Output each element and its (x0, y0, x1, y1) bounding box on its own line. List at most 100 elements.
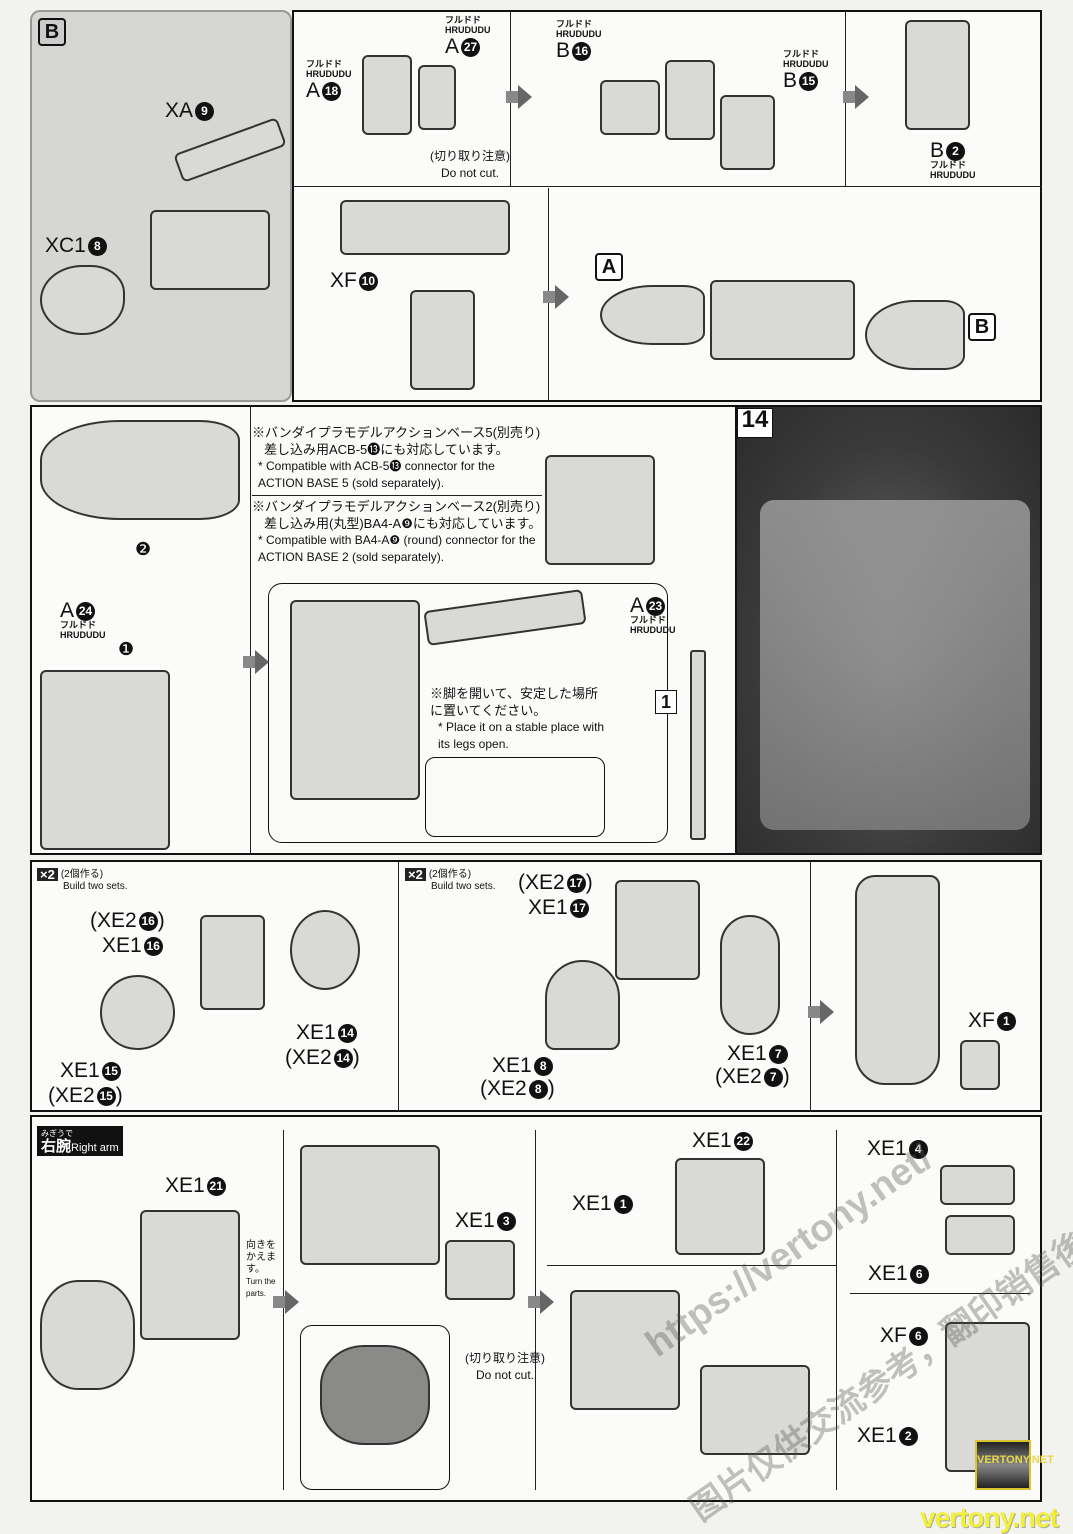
part-drawing (720, 915, 780, 1035)
connector-drawing (710, 280, 855, 360)
next-arrow (543, 285, 569, 309)
divider (535, 1130, 536, 1490)
next-arrow (243, 650, 269, 674)
part-drawing (418, 65, 456, 130)
divider (850, 1293, 1030, 1294)
joint-bottom-drawing (320, 1345, 430, 1445)
divider (398, 862, 399, 1110)
next-arrow (273, 1290, 299, 1314)
divider (250, 407, 251, 853)
step-two-marker: ❷ (135, 539, 152, 559)
build-two-sets-note: ×2(2個作る)Build two sets. (405, 868, 495, 892)
head-drawing (865, 300, 965, 370)
divider (810, 862, 811, 1110)
section-title-en: Right arm (71, 1142, 119, 1154)
step-one-marker: ❶ (118, 639, 135, 659)
step-14: 14 (737, 408, 773, 438)
section-right-arm: みぎうで 右腕Right arm (37, 1126, 123, 1156)
next-arrow (506, 85, 532, 109)
armor-drawing (570, 1290, 680, 1410)
section-ruby: みぎうで (41, 1129, 73, 1138)
legs-open-note: ※脚を開いて、安定した場所に置いてください。* Place it on a st… (430, 686, 605, 751)
head-unit-drawing (40, 420, 240, 520)
part-drawing (290, 910, 360, 990)
do-not-cut-note: (切り取り注意)Do not cut. (465, 1351, 545, 1382)
robot-upper-drawing (545, 455, 655, 565)
section-badge-b: B (38, 18, 66, 46)
build-two-sets-note: ×2(2個作る)Build two sets. (37, 868, 127, 892)
badge-a: A (595, 253, 623, 281)
divider (547, 1265, 837, 1266)
part-drawing (960, 1040, 1000, 1090)
head-unit-drawing (150, 210, 270, 290)
box-number-1: 1 (655, 690, 677, 714)
badge-b: B (968, 313, 996, 341)
part-drawing (200, 915, 265, 1010)
part-drawing (665, 60, 715, 140)
assembled-joint-drawing (855, 875, 940, 1085)
next-arrow (808, 1000, 834, 1024)
head-drawing (600, 285, 705, 345)
bracket-drawing (700, 1365, 810, 1455)
divider (836, 1130, 837, 1490)
stand-arm-drawing (690, 650, 706, 840)
robot-photo (760, 500, 1030, 830)
section-title-jp: 右腕 (41, 1138, 72, 1155)
part-drawing (675, 1158, 765, 1255)
next-arrow (528, 1290, 554, 1314)
watermark-footer: vertony.net (920, 1502, 1059, 1533)
bracket-drawing (140, 1210, 240, 1340)
next-arrow (843, 85, 869, 109)
part-drawing (940, 1165, 1015, 1205)
armor-drawing (300, 1145, 440, 1265)
part-drawing (615, 880, 700, 980)
connector-part-drawing (340, 200, 510, 255)
turn-parts-note: 向きをかえます。Turn the parts. (246, 1240, 276, 1298)
part-drawing (905, 20, 970, 130)
legs-inset (425, 757, 605, 837)
robot-on-stand-drawing (290, 600, 420, 800)
part-drawing (600, 80, 660, 135)
joint-drawing (40, 1280, 135, 1390)
do-not-cut-note: (切り取り注意)Do not cut. (430, 149, 510, 180)
canopy-drawing (40, 265, 125, 335)
joint-drawing (100, 975, 175, 1050)
divider (283, 1130, 284, 1490)
robot-body-drawing (40, 670, 170, 850)
part-drawing (720, 95, 775, 170)
part-drawing (410, 290, 475, 390)
watermark-logo: VERTONY.NET (975, 1440, 1054, 1490)
part-drawing (945, 1215, 1015, 1255)
panel-b (30, 10, 292, 402)
divider (292, 186, 1042, 187)
part-drawing (362, 55, 412, 135)
part-drawing (445, 1240, 515, 1300)
